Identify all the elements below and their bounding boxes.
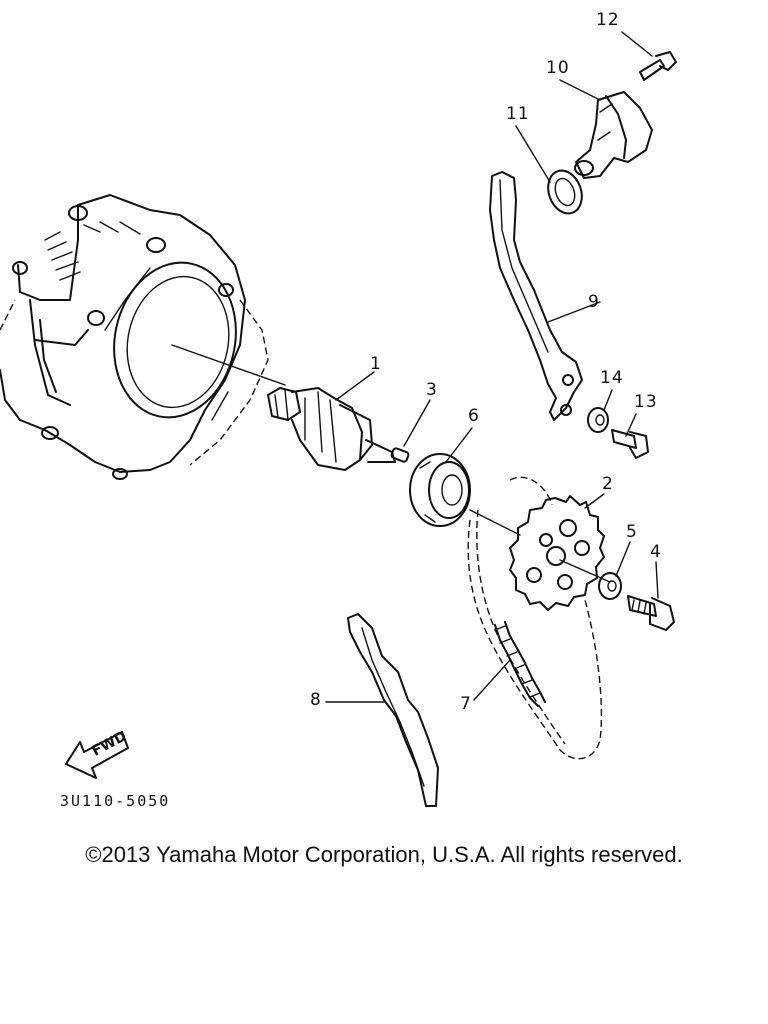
cam-sprocket xyxy=(509,495,605,611)
forward-direction-arrow xyxy=(65,731,129,779)
callout-8: 8 xyxy=(310,690,322,710)
callout-2: 2 xyxy=(602,474,614,494)
callout-9: 9 xyxy=(588,292,600,312)
copyright-notice: ©2013 Yamaha Motor Corporation, U.S.A. A… xyxy=(85,842,683,867)
chain-guide-lower xyxy=(347,613,439,807)
cylinder-head xyxy=(0,194,269,480)
guide-bolt xyxy=(611,429,649,459)
washer xyxy=(598,572,622,600)
camshaft xyxy=(267,387,396,471)
camshaft-axis-line xyxy=(171,344,286,386)
guide-washer xyxy=(587,407,609,433)
timing-chain xyxy=(467,476,603,760)
sprocket-bolt xyxy=(627,595,675,631)
tensioner-bolt xyxy=(639,51,677,81)
callout-12: 12 xyxy=(596,10,620,30)
tensioner-gasket xyxy=(547,169,583,215)
callout-13: 13 xyxy=(634,392,658,412)
callout-6: 6 xyxy=(468,406,480,426)
callout-10: 10 xyxy=(546,58,570,78)
chain-guide-upper xyxy=(489,171,583,421)
leader-lines xyxy=(325,31,659,703)
timing-plate xyxy=(409,453,471,527)
callout-4: 4 xyxy=(650,542,662,562)
callout-3: 3 xyxy=(426,380,438,400)
dowel-pin xyxy=(390,447,410,463)
callout-11: 11 xyxy=(506,104,530,124)
callout-1: 1 xyxy=(370,354,382,374)
callout-7: 7 xyxy=(460,694,472,714)
callout-5: 5 xyxy=(626,522,638,542)
diagram-code: 3U110-5050 xyxy=(60,792,171,810)
chain-tensioner xyxy=(574,91,653,179)
callout-14: 14 xyxy=(600,368,624,388)
